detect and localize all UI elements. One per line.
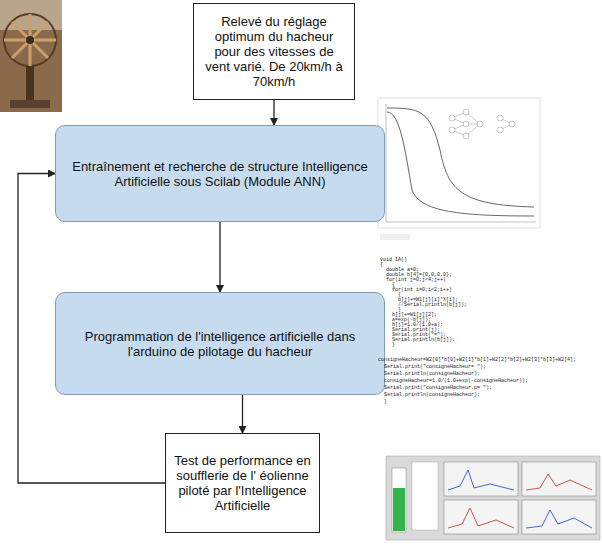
- code-line: //Serial.println(b[j]);: [398, 303, 467, 308]
- code-line: Serial.println(consigneHacheur);: [384, 393, 480, 398]
- code-line: consigneHacheur=1.0/(1.0+exp(-consigneHa…: [384, 379, 528, 384]
- code-line: Serial.println(b[j]);: [392, 338, 455, 343]
- code-line: Serial.print("consigneHacheur= ");: [384, 365, 486, 370]
- code-line: Serial.print("consigneHacheur.p= ");: [384, 386, 492, 391]
- code-line: }: [392, 343, 395, 348]
- box-text: Test de performance en soufflerie de l' …: [174, 453, 311, 513]
- box-text: Entraînement et recherche de structure I…: [70, 159, 370, 189]
- test-screenshot: [386, 456, 600, 540]
- code-line: Serial.println(consigneHacheur);: [384, 372, 480, 377]
- box-text: Programmation de l'intelligence artifici…: [70, 329, 370, 359]
- process-box: Entraînement et recherche de structure I…: [55, 125, 385, 222]
- code-line: consigneHacheur=W2[0]*b[0]+W2[1]*b[1]+W2…: [378, 358, 576, 363]
- code-line: {: [380, 263, 383, 268]
- code-line: void IA(): [380, 258, 407, 263]
- turbine-photo: [0, 0, 62, 112]
- flow-arrow: [242, 395, 243, 433]
- step-box: Test de performance en soufflerie de l' …: [165, 433, 320, 533]
- flow-arrow: [273, 100, 274, 125]
- box-text: Relevé du réglage optimum du hacheur pou…: [202, 14, 346, 89]
- process-box: Programmation de l'intelligence artifici…: [55, 292, 385, 395]
- step-box: Relevé du réglage optimum du hacheur pou…: [193, 3, 355, 100]
- code-line: }: [384, 400, 387, 405]
- flow-arrow: [219, 222, 220, 292]
- training-plot: [378, 98, 540, 240]
